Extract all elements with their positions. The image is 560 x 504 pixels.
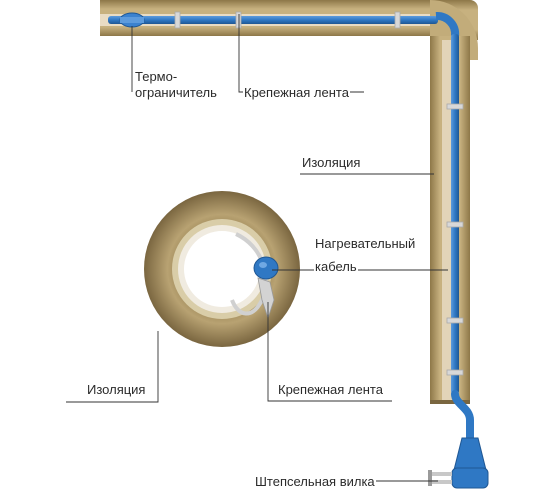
thermostat-device <box>119 12 145 28</box>
heating-cable-line <box>108 12 474 444</box>
label-plug: Штепсельная вилка <box>254 474 376 490</box>
label-fastening-tape-bottom: Крепежная лента <box>277 382 384 398</box>
label-thermostat-line2: ограничитель <box>134 85 218 101</box>
label-insulation-right: Изоляция <box>301 155 362 171</box>
insulated-pipe <box>100 0 478 404</box>
fastening-tape-bands <box>174 11 464 376</box>
label-insulation-left: Изоляция <box>86 382 147 398</box>
leader-tape-bottom <box>267 302 392 402</box>
label-thermostat-line1: Термо- <box>134 69 179 85</box>
pipe-cross-section <box>144 191 300 347</box>
label-heating-cable-line2: кабель <box>314 259 358 275</box>
plug <box>428 437 489 489</box>
leader-insulation-left <box>66 331 159 403</box>
label-heating-cable-line1: Нагревательный <box>314 236 417 252</box>
label-fastening-tape-top: Крепежная лента <box>243 85 350 101</box>
